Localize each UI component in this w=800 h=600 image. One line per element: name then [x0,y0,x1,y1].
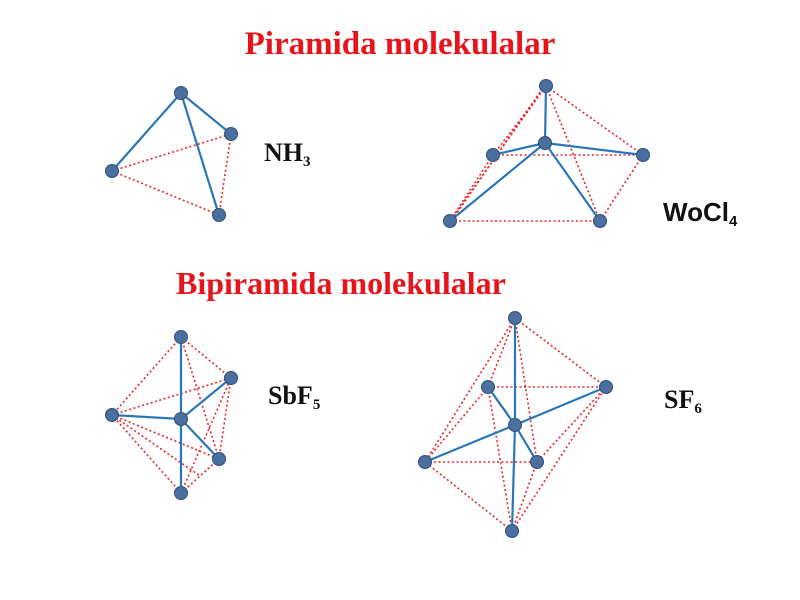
sf6-formula: SF6 [664,385,702,417]
sbf5-f-atom [224,371,238,385]
nh3-h-atom [224,127,238,141]
sbf5-edge [111,336,182,416]
sf6-edge [511,386,607,532]
wocl4-center-atom [538,136,552,150]
wocl4-bond [544,142,601,222]
nh3-base-edge [111,170,220,216]
sf6-bond [514,385,607,427]
nh3-h-atom [212,208,226,222]
sbf5-model [105,330,238,500]
wocl4-cl-atom [636,148,650,162]
wocl4-apex-atom [539,79,553,93]
sf6-f-atom [505,524,519,538]
sbf5-formula-base: SbF [268,381,313,410]
sf6-formula-base: SF [664,385,695,414]
sbf5-bond [180,418,220,460]
sf6-edge [424,461,513,532]
nh3-bond [179,92,221,216]
sf6-f-atom [508,311,522,325]
bipyramid-molecules-heading: Bipiramida molekulalar [176,265,506,301]
wocl4-edge [545,85,601,222]
pyramid-molecules-heading: Piramida molekulalar [244,26,556,62]
sf6-edge [514,317,538,463]
sf6-formula-subscript: 6 [694,401,702,417]
wocl4-bond [492,141,546,157]
nh3-formula: NH3 [264,138,311,170]
nh3-base-edge [111,133,232,172]
sbf5-edge [180,336,232,379]
sbf5-edge [180,336,220,460]
wocl4-model [443,79,650,228]
sf6-s-atom [508,418,522,432]
sbf5-edge [218,377,232,460]
nh3-bond [180,92,232,135]
nh3-formula-base: NH [264,138,303,167]
sbf5-f-atom [174,330,188,344]
sbf5-sb-atom [174,412,188,426]
sbf5-edge [180,458,220,494]
wocl4-formula-subscript: 4 [728,213,738,230]
sbf5-bond [111,413,182,421]
wocl4-cl-atom [486,148,500,162]
wocl4-bond [449,142,546,222]
nh3-n-atom [174,86,188,100]
wocl4-bond [544,141,644,157]
sbf5-f-atom [212,452,226,466]
wocl4-formula: WoCl4 [663,197,738,230]
sbf5-edge [111,377,232,416]
nh3-model [105,86,238,222]
sf6-edge [514,317,607,388]
wocl4-formula-base: WoCl [663,197,729,227]
sf6-model [418,311,613,538]
sf6-edge [424,317,516,463]
sf6-bond [510,424,517,532]
nh3-formula-subscript: 3 [303,154,311,170]
sf6-f-atom [599,380,613,394]
sf6-f-atom [481,380,495,394]
sbf5-f-atom [105,408,119,422]
nh3-h-atom [105,164,119,178]
sbf5-formula: SbF5 [268,381,321,413]
sf6-f-atom [530,455,544,469]
sbf5-bond [180,377,232,420]
nh3-base-edge [218,133,232,216]
nh3-bond [111,92,182,172]
sbf5-edge [111,414,220,460]
sf6-f-atom [418,455,432,469]
sf6-bond [424,423,516,464]
wocl4-edge [599,154,644,222]
wocl4-bond [543,85,548,144]
sf6-bond [487,386,516,426]
sf6-edge [487,317,516,388]
sf6-edge [424,386,489,463]
sf6-bond [514,424,538,463]
sbf5-formula-subscript: 5 [312,397,321,413]
sbf5-edge [111,414,182,494]
sbf5-edge [180,377,232,494]
wocl4-cl-atom [443,214,457,228]
sf6-edge [511,461,538,532]
sf6-edge [487,386,513,532]
wocl4-cl-atom [593,214,607,228]
wocl4-edge [545,85,644,156]
sf6-edge [536,386,607,463]
sbf5-f-atom [174,486,188,500]
